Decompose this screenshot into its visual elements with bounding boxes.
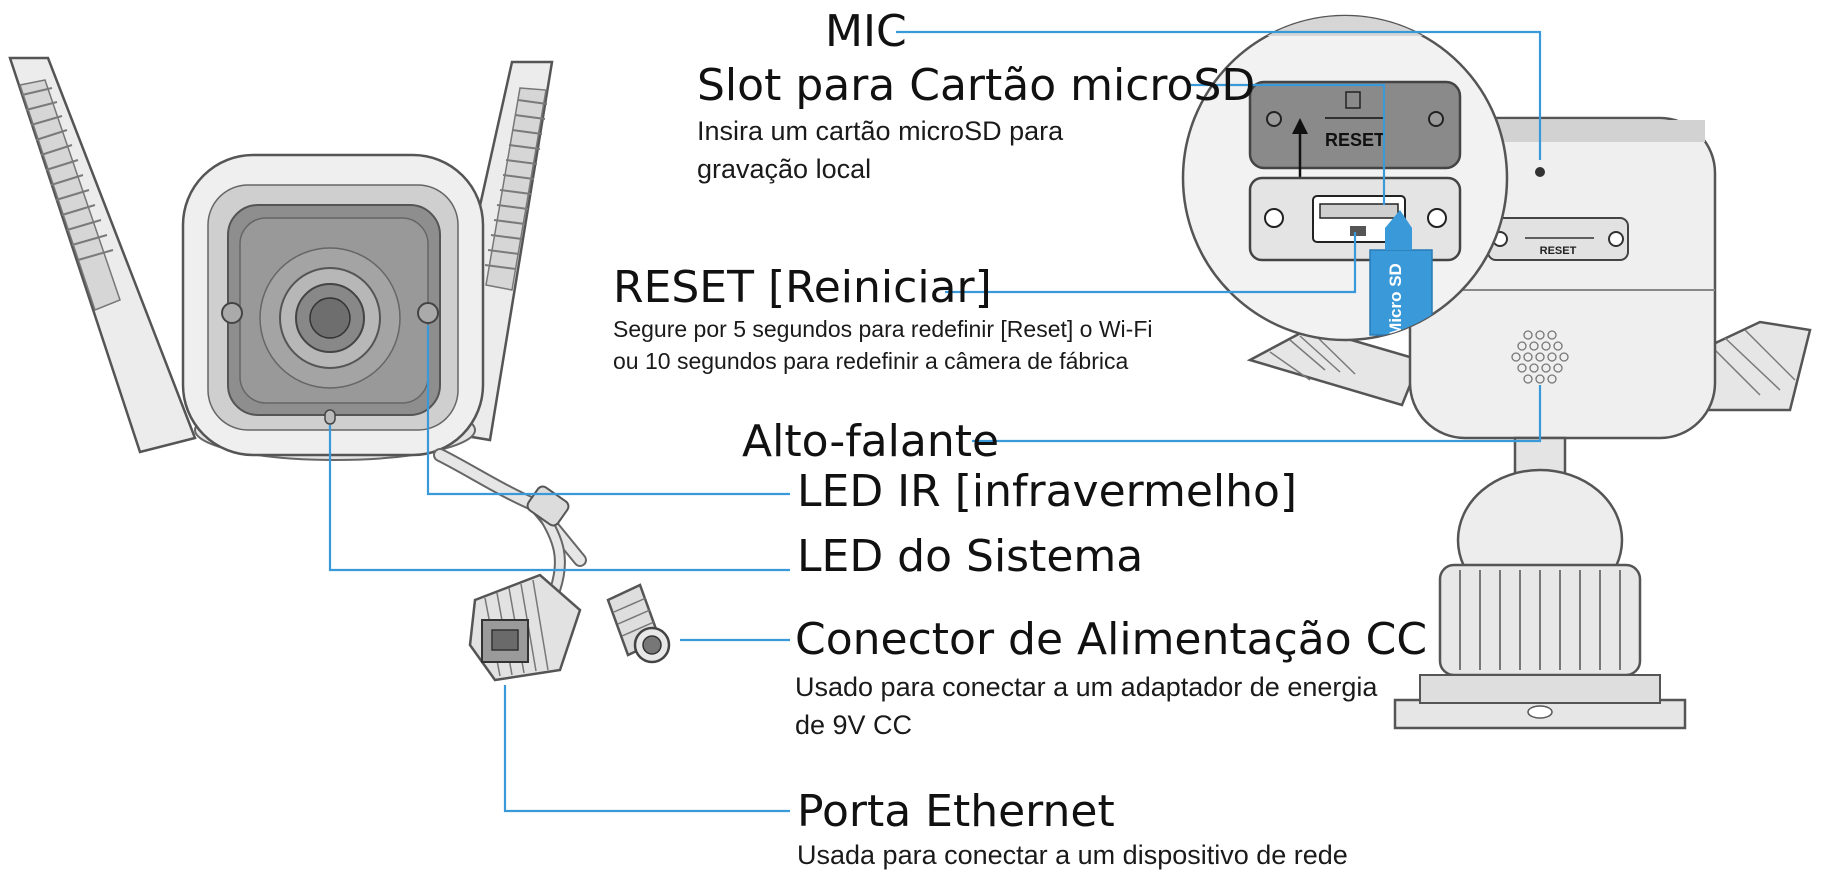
reset-description: Segure por 5 segundos para redefinir [Re… (613, 316, 1153, 374)
ir-led-leader (426, 325, 790, 496)
microsd-slot-description: Insira um cartão microSD para gravação l… (697, 116, 1064, 184)
leader-lines (328, 30, 1542, 813)
speaker-leader (972, 385, 1542, 443)
reset-leader (945, 232, 1357, 294)
system-led-label: LED do Sistema (797, 531, 1144, 582)
microsd-card-text: Micro SD (1386, 263, 1405, 337)
dc-connector-title: Conector de Alimentação CC (795, 614, 1428, 665)
dc-plug (606, 583, 671, 664)
reset-plate-small-text: RESET (1540, 245, 1577, 257)
ethernet-plug (468, 573, 582, 682)
mic-leader (896, 30, 1542, 160)
speaker-grille (1511, 330, 1569, 384)
ethernet-port-description: Usada para conectar a um dispositivo de … (797, 840, 1348, 870)
speaker-label: Alto-falante (742, 416, 1000, 467)
reset-plate-text: RESET (1325, 130, 1385, 150)
microsd-slot-title: Slot para Cartão microSD (697, 60, 1256, 111)
system-led-leader (328, 425, 790, 572)
ethernet-leader (503, 685, 790, 813)
ir-led-label: LED IR [infravermelho] (797, 466, 1298, 517)
microsd-leader (1190, 83, 1386, 205)
ethernet-port-title: Porta Ethernet (797, 786, 1115, 837)
reset-title: RESET [Reiniciar] (613, 262, 992, 313)
mic-label: MIC (825, 6, 907, 57)
dc-connector-description: Usado para conectar a um adaptador de en… (795, 672, 1378, 740)
left-antenna (8, 56, 197, 454)
front-camera (181, 153, 485, 461)
